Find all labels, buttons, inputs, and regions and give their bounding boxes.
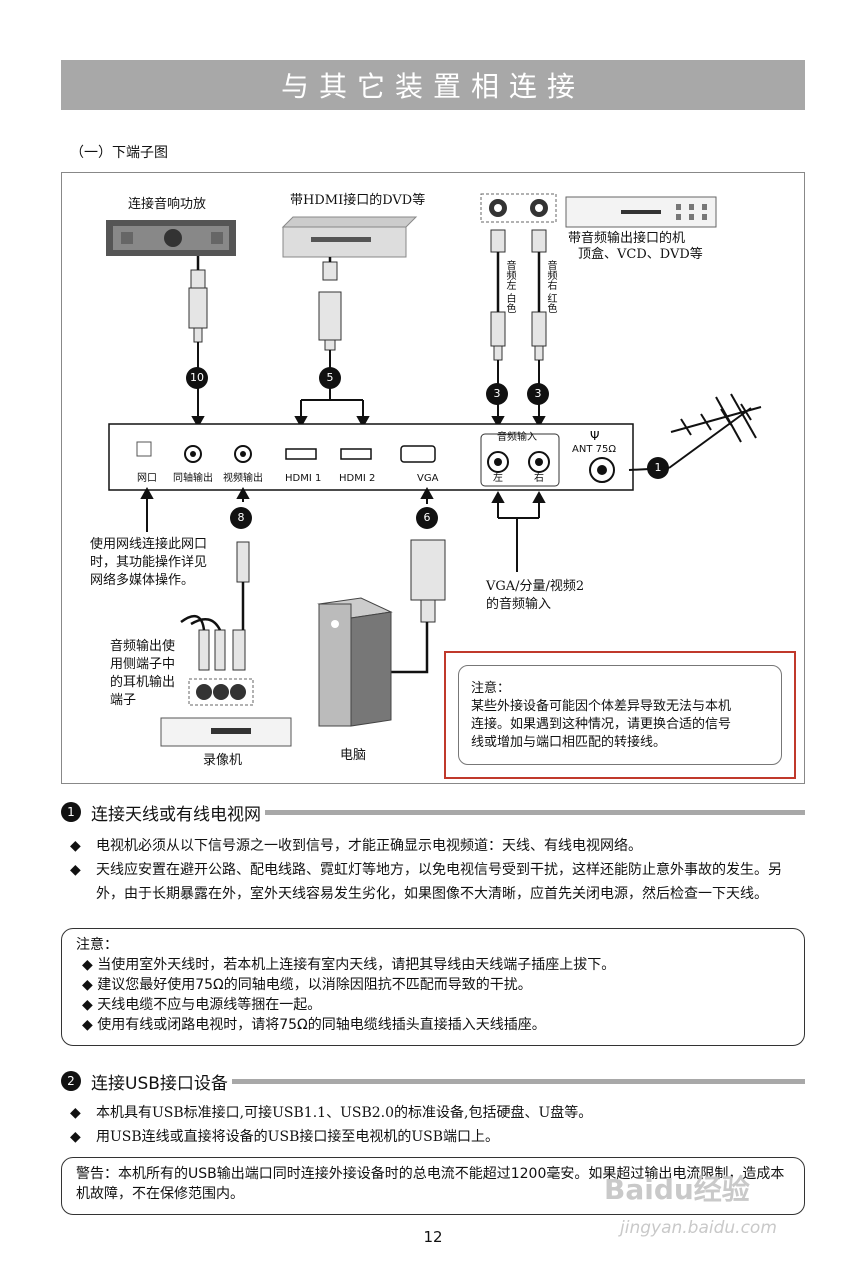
bullet-item: ◆天线应安置在避开公路、配电线路、霓虹灯等地方，以免电视信号受到干扰，这样还能防…	[66, 858, 806, 906]
port-net-label: 网口	[137, 473, 157, 484]
notice-item: ◆ 使用有线或闭路电视时，请将75Ω的同轴电缆线插头直接插入天线插座。	[82, 1017, 546, 1033]
watermark-logo: Baidu经验	[604, 1173, 750, 1206]
badge-8: 8	[237, 511, 245, 524]
compatibility-note: 注意： 某些外接设备可能因个体差异导致无法与本机 连接。如果遇到这种情况，请更换…	[444, 651, 796, 779]
section1-bullets: ◆电视机必须从以下信号源之一收到信号，才能正确显示电视频道：天线、有线电视网络。…	[66, 834, 806, 906]
audio-out-4: 端子	[110, 693, 137, 708]
section2-bullets: ◆本机具有USB标准接口,可接USB1.1、USB2.0的标准设备,包括硬盘、U…	[66, 1101, 806, 1149]
watermark-url: jingyan.baidu.com	[620, 1218, 777, 1238]
note-line-2: 连接。如果遇到这种情况，请更换合适的信号	[471, 717, 732, 732]
port-left-label: 左	[493, 473, 503, 484]
net-note-2: 时，其功能操作详见	[90, 555, 208, 570]
step-badges	[186, 367, 669, 529]
section2-number: 2	[61, 1071, 81, 1091]
notice-item: ◆ 建议您最好使用75Ω的同轴电缆，以消除因阻抗不匹配而导致的干扰。	[82, 977, 532, 993]
audio-out-3: 的耳机输出	[110, 675, 176, 690]
diamond-icon: ◆	[70, 862, 81, 878]
section2-header: 2 连接USB接口设备	[61, 1069, 805, 1094]
section1-title: 连接天线或有线电视网	[91, 804, 261, 825]
audio-out-1: 音频输出使	[110, 639, 176, 654]
label-audio-in: 音频输入	[497, 432, 537, 443]
diamond-icon: ◆	[70, 838, 81, 854]
port-hdmi2-label: HDMI 2	[339, 473, 376, 484]
section1-rule	[265, 809, 805, 815]
label-vcr: 录像机	[203, 753, 243, 768]
diagram-graphics: Ψ	[106, 193, 762, 747]
dvd-device	[281, 216, 418, 258]
port-coax-label: 同轴输出	[173, 473, 213, 484]
label-dvd: 带HDMI接口的DVD等	[290, 193, 426, 208]
port-video-label: 视频输出	[223, 473, 263, 484]
port-right-label: 右	[534, 473, 544, 484]
antenna-graphic	[628, 393, 762, 471]
section-subtitle: （一）下端子图	[70, 145, 168, 161]
usb-warning-box: 警告：本机所有的USB输出端口同时连接外接设备时的总电流不能超过1200毫安。如…	[61, 1157, 805, 1215]
note-line-3: 线或增加与端口相匹配的转接线。	[471, 735, 667, 750]
section1-number: 1	[61, 802, 81, 822]
audio-out-2: 用侧端子中	[110, 657, 176, 672]
page-number: 12	[423, 1228, 443, 1246]
label-cable-white: 音频左 白色	[504, 260, 515, 314]
antenna-notice-box: 注意： ◆ 当使用室外天线时，若本机上连接有室内天线，请把其导线由天线端子插座上…	[61, 928, 805, 1046]
bullet-item: ◆电视机必须从以下信号源之一收到信号，才能正确显示电视频道：天线、有线电视网络。	[66, 834, 806, 858]
vcr-device	[160, 678, 292, 747]
svg-text:Ψ: Ψ	[590, 429, 599, 443]
diamond-icon: ◆	[70, 1105, 81, 1121]
section2-rule	[231, 1078, 805, 1084]
label-ant: ANT 75Ω	[572, 444, 616, 455]
page-title: 与其它装置相连接	[61, 60, 805, 110]
vga-audio-2: 的音频输入	[486, 597, 552, 612]
badge-10: 10	[190, 371, 204, 384]
vga-audio-1: VGA/分量/视频2	[486, 579, 585, 594]
bullet-item: ◆用USB连线或直接将设备的USB接口接至电视机的USB端口上。	[66, 1125, 806, 1149]
badge-3a: 3	[493, 387, 501, 400]
note-title: 注意：	[471, 681, 511, 696]
net-note-1: 使用网线连接此网口	[90, 537, 208, 552]
notice-item: ◆ 天线电缆不应与电源线等捆在一起。	[82, 997, 322, 1013]
label-stb-1: 带音频输出接口的机	[568, 231, 686, 246]
note-line-1: 某些外接设备可能因个体差异导致无法与本机	[471, 699, 732, 714]
section2-title: 连接USB接口设备	[91, 1073, 228, 1094]
badge-1: 1	[654, 461, 662, 474]
settop-box-device	[565, 196, 717, 228]
amplifier-device	[106, 220, 236, 256]
connection-diagram	[61, 172, 805, 784]
badge-5: 5	[326, 371, 334, 384]
badge-3b: 3	[534, 387, 542, 400]
diamond-icon: ◆	[70, 1129, 81, 1145]
port-vga-label: VGA	[417, 473, 439, 484]
usb-warning-text: 警告：本机所有的USB输出端口同时连接外接设备时的总电流不能超过1200毫安。如…	[76, 1166, 785, 1202]
panel-ports: Ψ	[136, 429, 615, 487]
bullet-item: ◆本机具有USB标准接口,可接USB1.1、USB2.0的标准设备,包括硬盘、U…	[66, 1101, 806, 1125]
port-hdmi1-label: HDMI 1	[285, 473, 322, 484]
notice-item: ◆ 当使用室外天线时，若本机上连接有室内天线，请把其导线由天线端子插座上拔下。	[82, 957, 616, 973]
label-stb-2: 顶盒、VCD、DVD等	[578, 247, 703, 262]
label-cable-red: 音频右 红色	[545, 260, 556, 314]
notice-title: 注意：	[76, 937, 118, 953]
label-amplifier: 连接音响功放	[128, 197, 207, 212]
section1-header: 1 连接天线或有线电视网	[61, 800, 805, 825]
pc-tower	[317, 597, 393, 727]
net-note-3: 网络多媒体操作。	[90, 573, 195, 588]
label-pc: 电脑	[340, 748, 367, 763]
badge-6: 6	[423, 511, 431, 524]
